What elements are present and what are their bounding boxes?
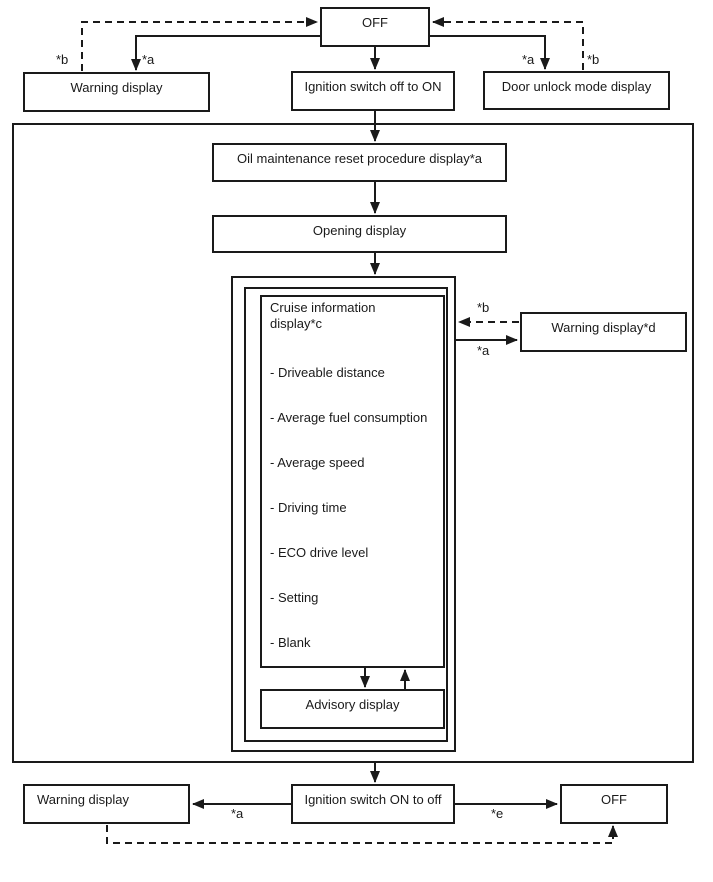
state-off-bottom: OFF	[560, 784, 668, 824]
dashed-arrow-warning-bottom-to-off-bottom	[106, 825, 618, 844]
cruise-item-blank: - Blank	[270, 635, 311, 650]
state-warning-display-bottom: Warning display	[23, 784, 190, 824]
state-warning-display-top: Warning display	[23, 72, 210, 112]
state-oil-maintenance-reset: Oil maintenance reset procedure display*…	[212, 143, 507, 182]
state-warning-display-d: Warning display*d	[520, 312, 687, 352]
state-cruise-information-display: Cruise information display*c - Driveable…	[260, 295, 445, 668]
annotation-top-right-b: *b	[586, 52, 601, 67]
annotation-top-left-b: *b	[55, 52, 70, 67]
annotation-mid-a: *a	[476, 343, 491, 358]
cruise-item-setting: - Setting	[270, 590, 319, 605]
annotation-mid-b: *b	[476, 300, 491, 315]
dashed-arrow-door-to-off-top	[432, 17, 584, 70]
state-ignition-switch-off-to-on: Ignition switch off to ON	[291, 71, 455, 111]
cruise-title: Cruise information display*c	[270, 300, 376, 331]
annotation-bottom-a: *a	[230, 806, 245, 821]
arrow-off-top-to-door-unlock	[430, 35, 550, 70]
cruise-item-average-fuel-consumption: - Average fuel consumption	[270, 410, 428, 425]
cruise-item-average-speed: - Average speed	[270, 455, 365, 470]
state-off-top: OFF	[320, 7, 430, 47]
annotation-bottom-e: *e	[490, 806, 505, 821]
main-state-frame	[12, 123, 694, 763]
cruise-group-outer-frame	[231, 276, 456, 752]
state-ignition-switch-on-to-off: Ignition switch ON to off	[291, 784, 455, 824]
dashed-arrow-warning-to-off-top	[81, 17, 318, 71]
annotation-top-right-a: *a	[521, 52, 536, 67]
state-door-unlock-mode-display: Door unlock mode display	[483, 71, 670, 110]
state-advisory-display: Advisory display	[260, 689, 445, 729]
cruise-group-inner-frame	[244, 287, 448, 742]
state-opening-display: Opening display	[212, 215, 507, 253]
cruise-item-driveable-distance: - Driveable distance	[270, 365, 385, 380]
cruise-item-eco-drive-level: - ECO drive level	[270, 545, 369, 560]
arrow-off-top-to-warning-left	[131, 35, 320, 71]
annotation-top-left-a: *a	[141, 52, 156, 67]
cruise-item-driving-time: - Driving time	[270, 500, 347, 515]
